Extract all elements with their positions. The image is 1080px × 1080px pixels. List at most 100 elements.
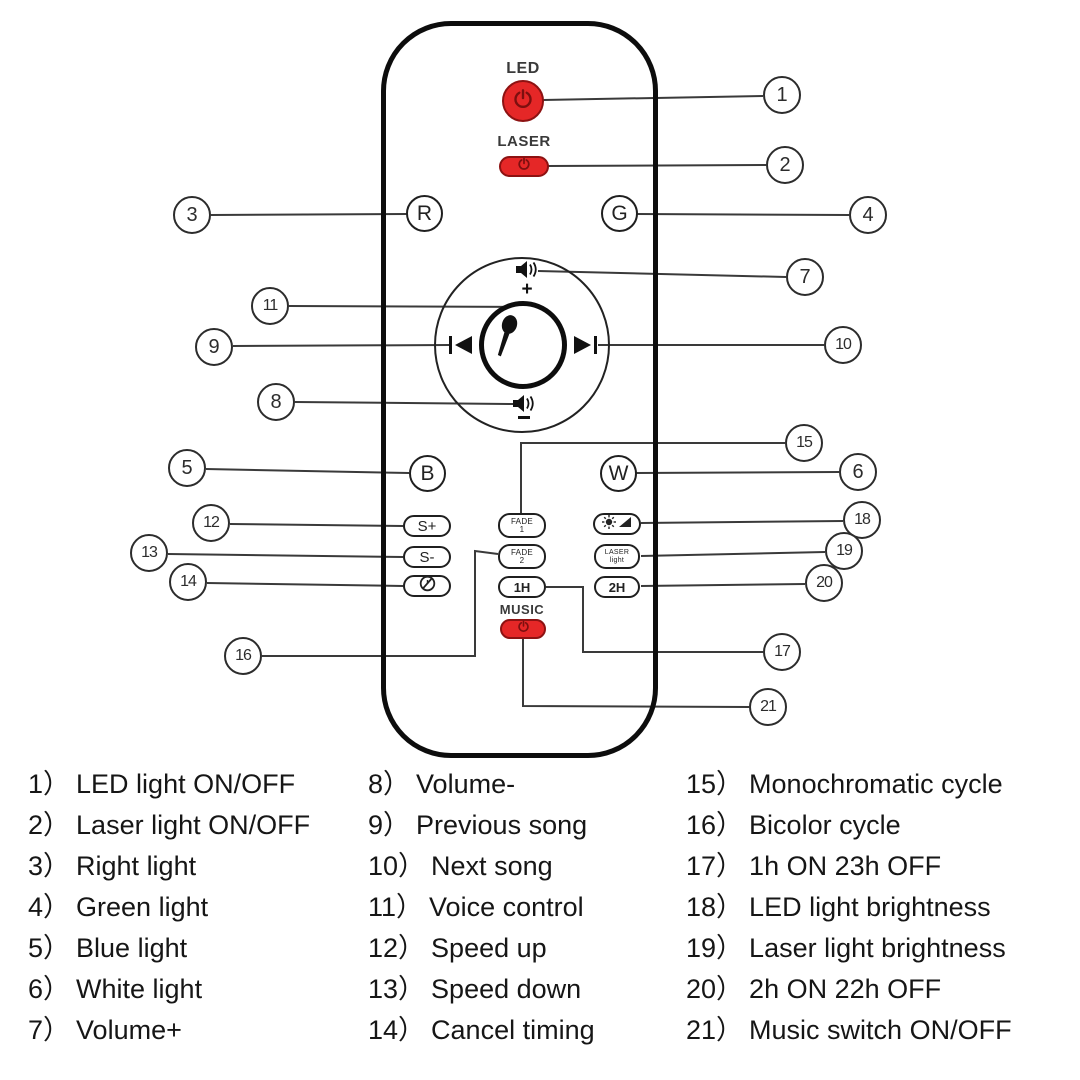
legend-item-number: 9）: [368, 810, 411, 840]
timer-1h-button[interactable]: 1H: [498, 576, 546, 598]
callout-12: 12: [192, 504, 230, 542]
legend-item: 19）Laser light brightness: [686, 928, 1012, 969]
control-pad: [434, 257, 610, 433]
legend-item-number: 10）: [368, 851, 426, 881]
callout-7: 7: [786, 258, 824, 296]
line-3: [210, 213, 408, 216]
timer-2h-button[interactable]: 2H: [594, 576, 640, 598]
legend-item: 10）Next song: [368, 846, 595, 887]
volume-plus-sign: +: [521, 279, 533, 300]
line-13: [167, 553, 404, 558]
legend-item-text: White light: [76, 974, 203, 1004]
legend-item: 2）Laser light ON/OFF: [28, 805, 310, 846]
microphone-icon: [484, 310, 562, 371]
callout-14: 14: [169, 563, 207, 601]
legend-item-number: 5）: [28, 933, 71, 963]
callout-13: 13: [130, 534, 168, 572]
bicolor-cycle-button[interactable]: FADE 2: [498, 544, 546, 569]
legend-item-number: 15）: [686, 769, 744, 799]
music-button-label: MUSIC: [499, 602, 545, 617]
previous-song-button[interactable]: [447, 335, 475, 360]
voice-control-button[interactable]: [479, 301, 567, 389]
legend-item-text: Next song: [431, 851, 553, 881]
speed-down-button[interactable]: S-: [403, 546, 451, 568]
line-9: [232, 344, 450, 347]
legend-item: 20）2h ON 22h OFF: [686, 969, 1012, 1010]
fade1-text: FADE: [510, 516, 534, 526]
legend-item: 8）Volume-: [368, 764, 595, 805]
speaker-plus-icon: [515, 261, 539, 283]
legend-item-text: Volume+: [76, 1015, 182, 1045]
led-brightness-button[interactable]: [593, 513, 641, 535]
led-power-button[interactable]: [502, 80, 544, 122]
callout-18: 18: [843, 501, 881, 539]
legend-item-text: Bicolor cycle: [749, 810, 901, 840]
legend-item-number: 13）: [368, 974, 426, 1004]
line-19: [640, 551, 826, 557]
green-light-button[interactable]: G: [601, 195, 638, 232]
legend-item: 11）Voice control: [368, 887, 595, 928]
laser-brightness-button[interactable]: LASER light: [594, 544, 640, 569]
line-12: [229, 523, 404, 527]
cancel-timing-button[interactable]: [403, 575, 451, 597]
blue-light-button[interactable]: B: [409, 455, 446, 492]
fade2-text: FADE: [510, 547, 534, 557]
callout-11: 11: [251, 287, 289, 325]
legend-item-number: 16）: [686, 810, 744, 840]
laser-light-text-top: LASER: [604, 548, 630, 556]
laser-light-text-bottom: light: [609, 556, 625, 564]
callout-19: 19: [825, 532, 863, 570]
line-6: [635, 471, 840, 474]
line-5: [205, 468, 410, 474]
monochromatic-cycle-button[interactable]: FADE 1: [498, 513, 546, 538]
music-power-button[interactable]: [500, 619, 546, 639]
legend-item-text: Voice control: [429, 892, 584, 922]
line-16: [262, 549, 499, 657]
legend-item-text: Green light: [76, 892, 209, 922]
legend-item-number: 2）: [28, 810, 71, 840]
brightness-icon: [601, 514, 633, 535]
next-song-button[interactable]: [571, 335, 599, 360]
volume-minus-mark: [518, 416, 530, 419]
legend-item: 6）White light: [28, 969, 310, 1010]
legend-item: 21）Music switch ON/OFF: [686, 1010, 1012, 1051]
fade1-number: 1: [519, 524, 525, 534]
power-icon: [517, 157, 531, 176]
legend-item: 17）1h ON 23h OFF: [686, 846, 1012, 887]
legend-item-text: Right light: [76, 851, 197, 881]
legend-item: 4）Green light: [28, 887, 310, 928]
white-light-button[interactable]: W: [600, 455, 637, 492]
legend-item-number: 1）: [28, 769, 71, 799]
legend-item-text: Volume-: [416, 769, 516, 799]
volume-up-button[interactable]: [515, 260, 539, 284]
led-button-label: LED: [506, 60, 540, 77]
callout-17: 17: [763, 633, 801, 671]
legend-item-text: Music switch ON/OFF: [749, 1015, 1012, 1045]
legend-item: 9）Previous song: [368, 805, 595, 846]
legend-item: 1）LED light ON/OFF: [28, 764, 310, 805]
red-light-button[interactable]: R: [406, 195, 443, 232]
cancel-icon: [419, 575, 436, 597]
callout-16: 16: [224, 637, 262, 675]
legend-item-number: 3）: [28, 851, 71, 881]
laser-button-label: LASER: [497, 133, 551, 150]
volume-down-button[interactable]: [512, 394, 536, 418]
speed-up-button[interactable]: S+: [403, 515, 451, 537]
legend-item: 13）Speed down: [368, 969, 595, 1010]
remote-body-outline: [381, 21, 658, 758]
power-icon: [512, 88, 534, 115]
legend-item-number: 11）: [368, 892, 424, 922]
line-7: [537, 270, 787, 278]
legend-item-text: LED light brightness: [749, 892, 991, 922]
laser-power-button[interactable]: [499, 156, 549, 177]
callout-6: 6: [839, 453, 877, 491]
line-15: [520, 442, 785, 514]
legend-item: 3）Right light: [28, 846, 310, 887]
legend-item-text: LED light ON/OFF: [76, 769, 296, 799]
callout-21: 21: [749, 688, 787, 726]
callout-20: 20: [805, 564, 843, 602]
line-21: [522, 639, 750, 708]
